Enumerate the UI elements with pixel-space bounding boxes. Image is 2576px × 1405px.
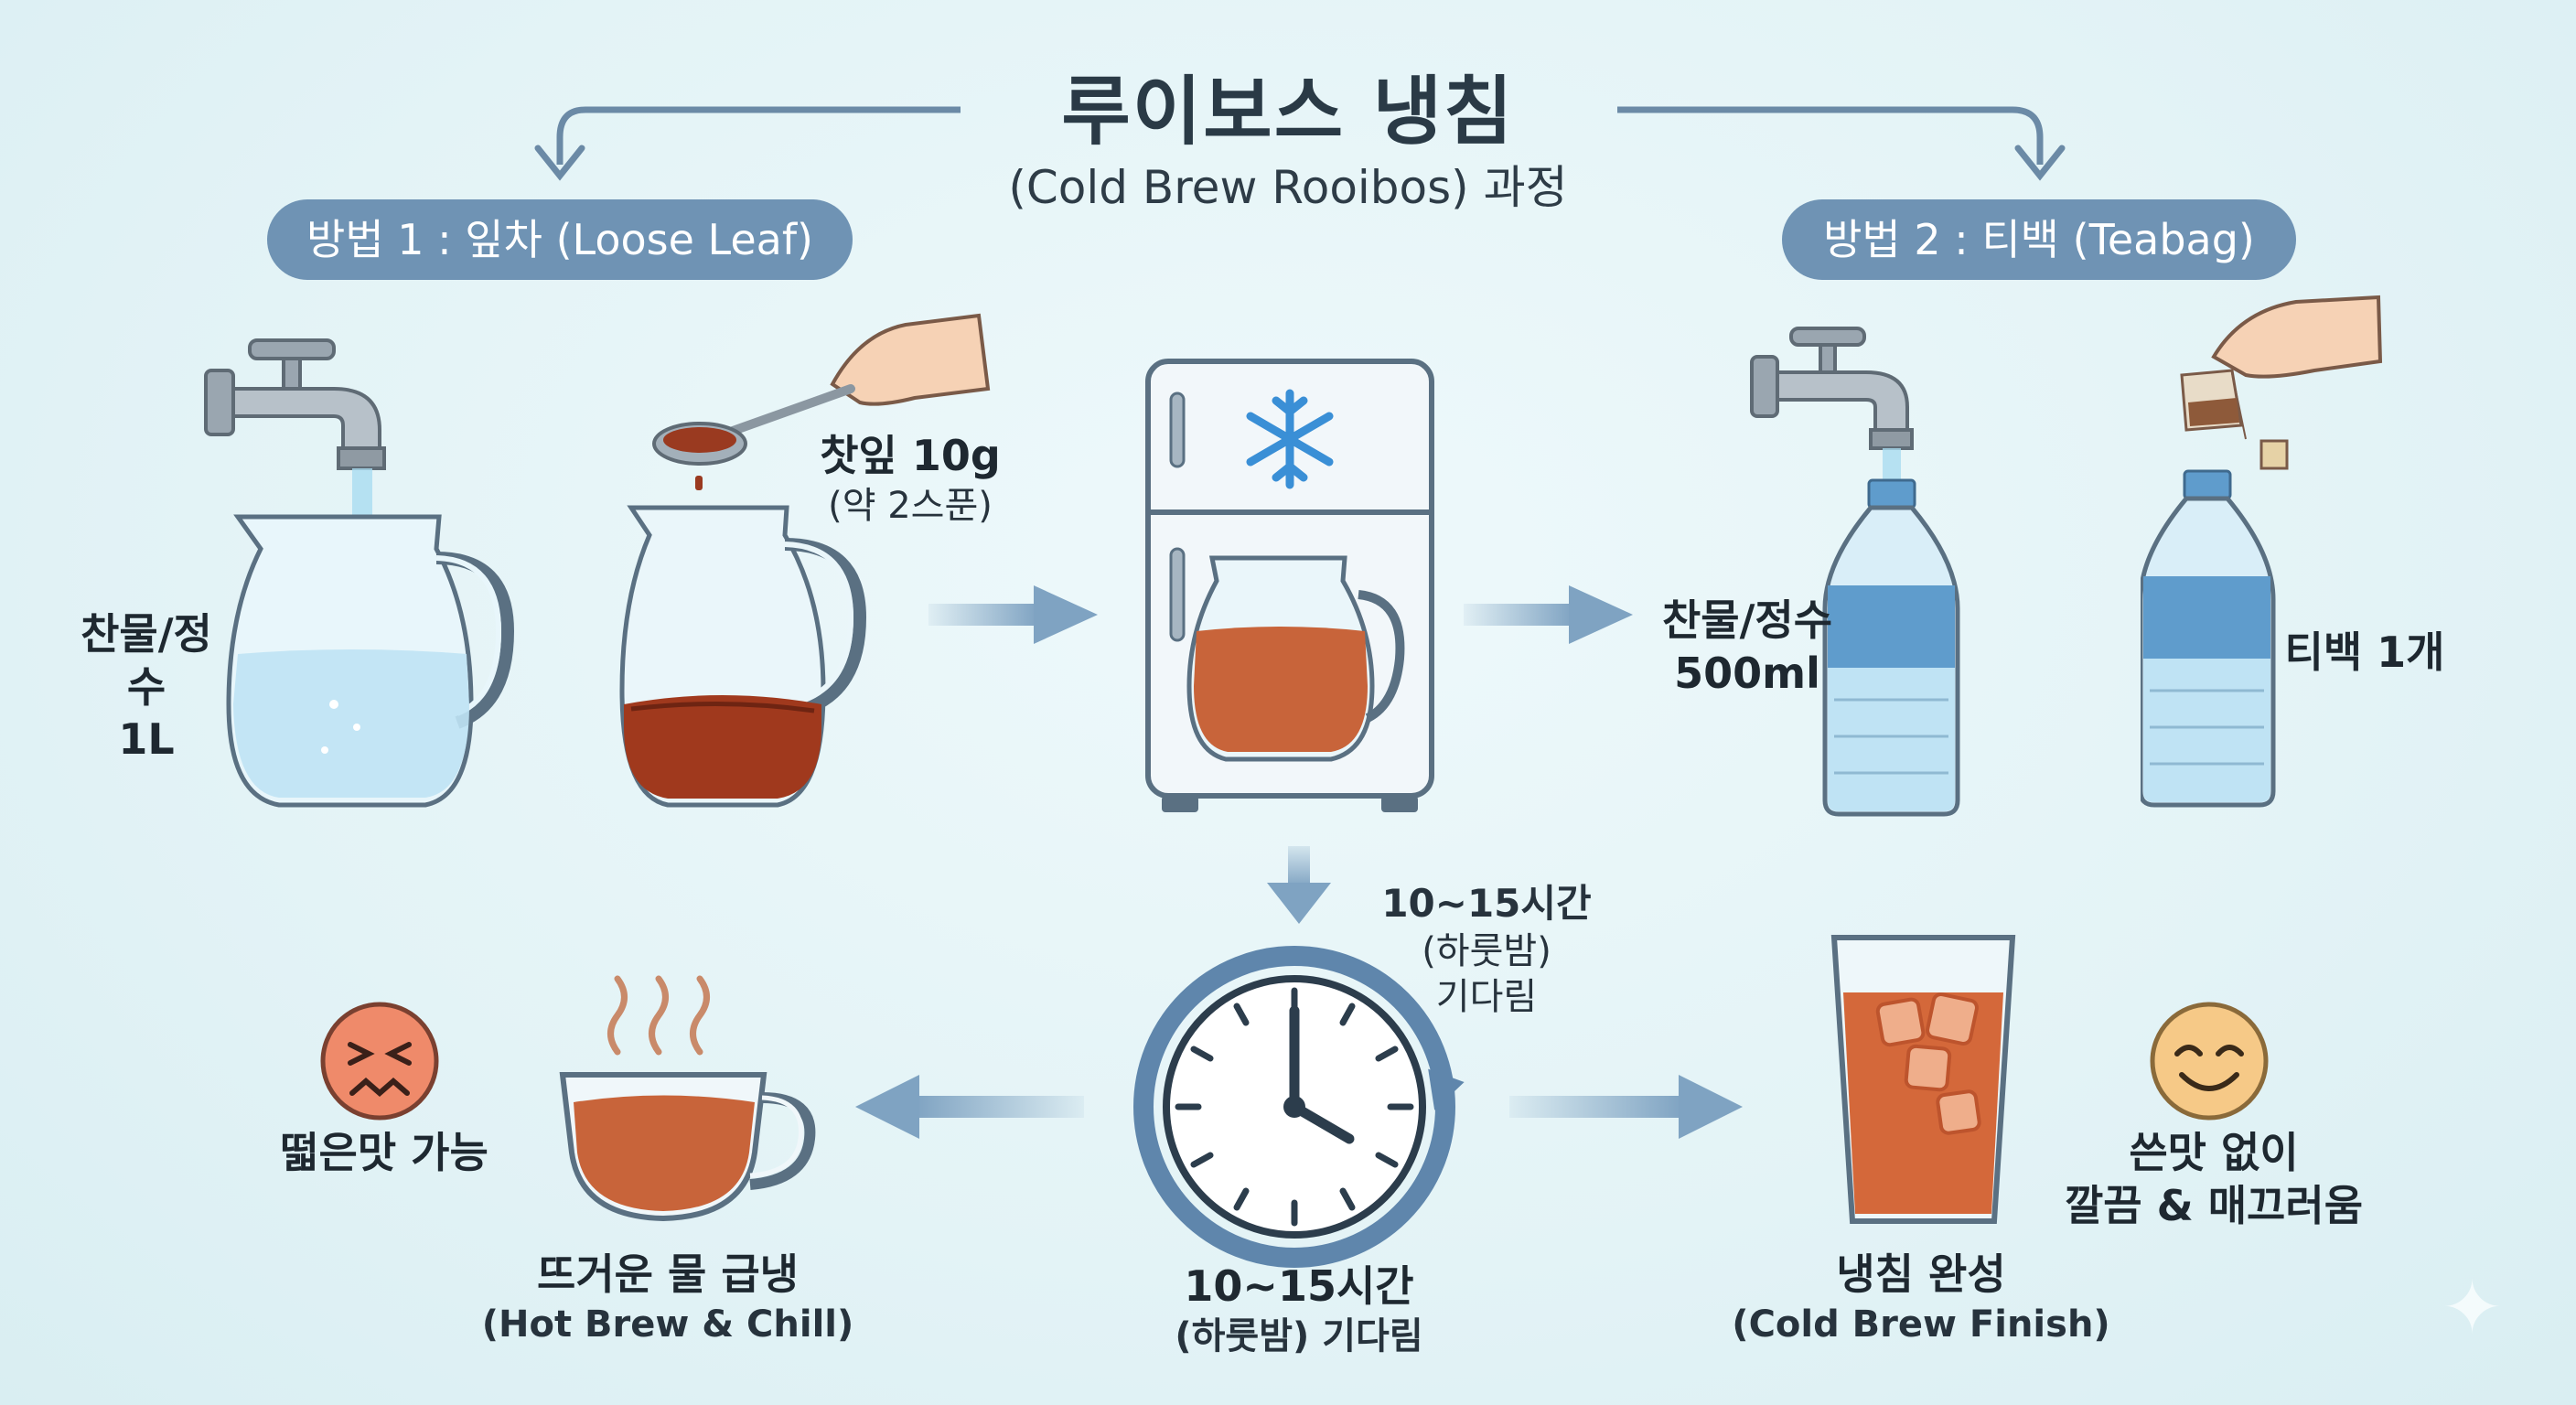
pitcher-icon xyxy=(1186,555,1405,762)
wait-side-line2: (하룻밤) xyxy=(1422,929,1551,972)
teacup-illustration xyxy=(559,975,816,1222)
wait-side-line3: 기다림 xyxy=(1435,975,1538,1018)
page-subtitle: (Cold Brew Rooibos) 과정 xyxy=(1008,161,1568,214)
pitcher-icon xyxy=(226,514,515,808)
water-500-label: 찬물/정수 500ml xyxy=(1656,595,1839,700)
iced-glass-icon xyxy=(1830,935,2016,1224)
hot-brew-title: 뜨거운 물 급냉 (Hot Brew & Chill) xyxy=(476,1249,860,1347)
wait-bottom-line1: 10~15시간 xyxy=(1184,1261,1414,1311)
hot-brew-title-line: 뜨거운 물 급냉 xyxy=(537,1249,799,1299)
arrow-icon xyxy=(928,585,1098,644)
frown-face-icon xyxy=(320,1002,439,1121)
benefit-line2: 깔끔 & 매끄러움 xyxy=(2064,1180,2364,1230)
teacup-icon xyxy=(559,1072,816,1222)
steam-icon xyxy=(607,975,710,1056)
wait-bottom-label: 10~15시간 (하룻밤) 기다림 xyxy=(1116,1260,1482,1359)
hot-brew-subtitle-line: (Hot Brew & Chill) xyxy=(481,1303,854,1346)
snowflake-icon xyxy=(1246,389,1334,489)
smile-face-icon xyxy=(2150,1002,2269,1121)
leaf-pitcher-illustration xyxy=(619,313,991,808)
arrow-icon xyxy=(1464,585,1633,644)
smile-face-illustration xyxy=(2150,1002,2269,1121)
arrow-icon xyxy=(1267,846,1331,924)
page-title: 루이보스 냉침 xyxy=(1061,69,1515,156)
wait-side-line1: 10~15시간 xyxy=(1381,881,1592,926)
bottle-icon xyxy=(2141,469,2276,808)
astringent-warning-label: 떫은맛 가능 xyxy=(280,1128,488,1177)
benefit-line1: 쓴맛 없이 xyxy=(2129,1128,2299,1177)
wait-side-label: 10~15시간 (하룻밤) 기다림 xyxy=(1368,880,1605,1020)
frown-face-illustration xyxy=(320,1002,439,1121)
water-label-line2: 1L xyxy=(118,714,175,764)
teabag-count-label: 티백 1개 xyxy=(2284,627,2445,677)
water-tap-icon xyxy=(1750,327,1914,503)
arrow-head-icon xyxy=(534,145,585,181)
arrow-icon xyxy=(855,1075,1084,1139)
arrow-icon xyxy=(1509,1075,1743,1139)
method2-pill: 방법 2 : 티백 (Teabag) xyxy=(1782,199,2296,280)
bottle-icon xyxy=(1822,478,1960,817)
cold-brew-title: 냉침 완성 (Cold Brew Finish) xyxy=(1729,1249,2113,1347)
sparkle-icon: ✦ xyxy=(2441,1265,2503,1350)
leaf-label-line2: (약 2스푼) xyxy=(828,484,993,527)
arrow-icon xyxy=(556,106,961,165)
cold-brew-title-line: 냉침 완성 xyxy=(1836,1249,2006,1299)
wait-bottom-line2: (하룻밤) 기다림 xyxy=(1175,1314,1423,1357)
leaf-amount-label: 찻잎 10g (약 2스푼) xyxy=(796,430,1025,529)
pitcher-icon xyxy=(619,505,867,808)
fridge-illustration xyxy=(1145,359,1434,812)
bottle-teabag-illustration xyxy=(2141,295,2383,808)
method1-pill: 방법 1 : 잎차 (Loose Leaf) xyxy=(267,199,853,280)
bottle-tap-illustration xyxy=(1750,327,1960,817)
arrow-icon xyxy=(1617,106,2044,165)
cold-brew-benefit: 쓴맛 없이 깔끔 & 매끄러움 xyxy=(2040,1127,2388,1232)
water-pitcher-illustration xyxy=(204,338,515,808)
water-label-line1: 찬물/정수 xyxy=(80,609,212,712)
arrow-head-icon xyxy=(2014,145,2066,181)
water2-label-line1: 찬물/정수 xyxy=(1661,595,1833,645)
clock-illustration xyxy=(1133,946,1465,1268)
water2-label-line2: 500ml xyxy=(1674,648,1820,698)
leaf-label-line1: 찻잎 10g xyxy=(820,431,1001,480)
iced-glass-illustration xyxy=(1830,935,2016,1224)
spoon-hand-icon xyxy=(652,313,991,466)
teabag-hand-icon xyxy=(2180,295,2383,470)
water-amount-label: 찬물/정수 1L xyxy=(64,608,229,767)
clock-icon xyxy=(1133,946,1465,1268)
cold-brew-subtitle-line: (Cold Brew Finish) xyxy=(1732,1303,2110,1346)
